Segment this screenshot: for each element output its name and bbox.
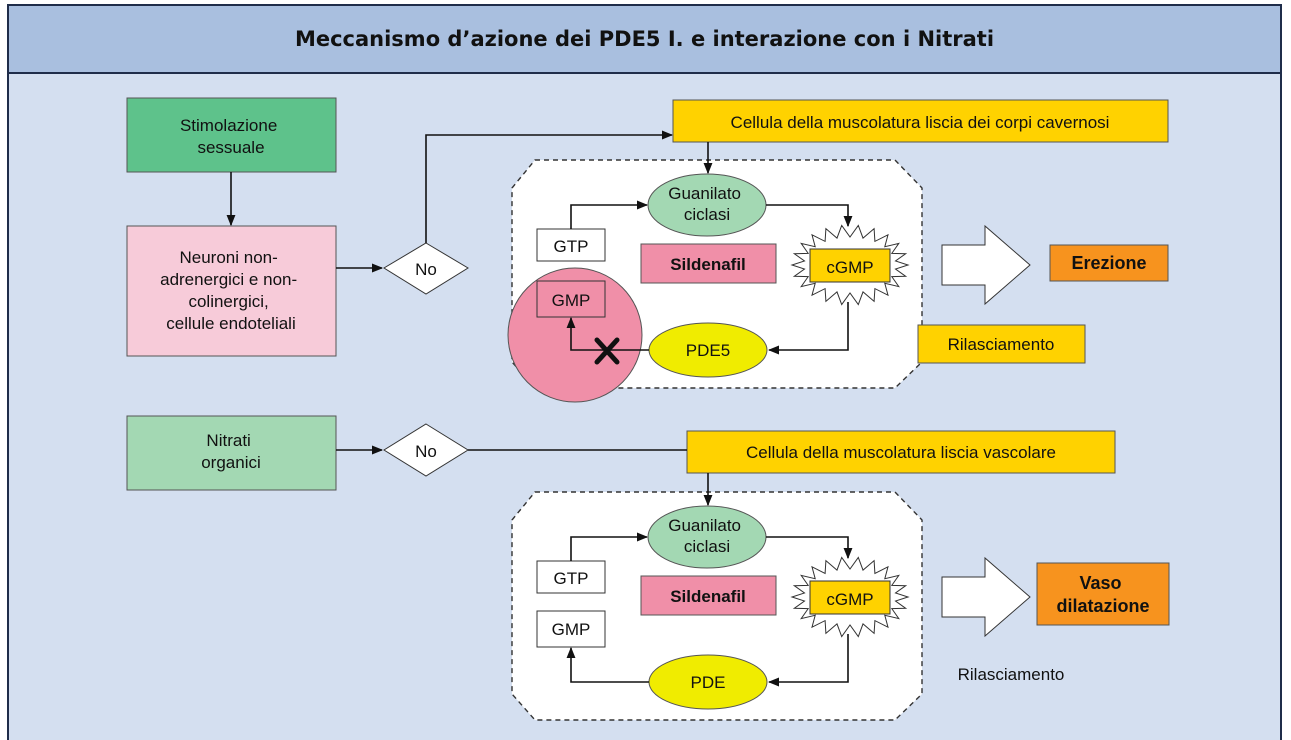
gtp-label-top: GTP xyxy=(554,237,589,256)
cell-label-top xyxy=(672,99,1169,143)
sildenafil-label-bottom: Sildenafil xyxy=(670,587,746,606)
relaxation-box-top xyxy=(917,324,1086,364)
arrow-pde-gmp xyxy=(566,646,649,683)
sildenafil-box-top xyxy=(640,243,777,284)
gtp-label-bottom: GTP xyxy=(554,569,589,588)
decision-label-bottom: No xyxy=(415,442,437,461)
relaxation-label-top: Rilasciamento xyxy=(948,335,1055,354)
stimulus-box-bottom xyxy=(126,415,337,491)
cell-label-bottom xyxy=(686,430,1116,474)
arrow-gtp-guanylate-bottom xyxy=(570,532,649,561)
pde-label: PDE xyxy=(691,673,726,692)
big-arrow-top xyxy=(941,224,1031,306)
pde5-label: PDE5 xyxy=(686,341,730,360)
arrow-pde5-gmp xyxy=(566,316,649,351)
outcome-box-top xyxy=(1049,244,1169,282)
decision-diamond-bottom xyxy=(383,423,469,477)
outcome-label-top: Erezione xyxy=(1071,253,1146,273)
outcome-box-bottom xyxy=(1036,562,1170,626)
arrow-gtp-guanylate-top xyxy=(570,200,649,229)
cell-label-top-text: Cellula della muscolatura liscia dei cor… xyxy=(731,113,1110,132)
arrow-guanylate-cgmp-top xyxy=(766,204,853,228)
gmp-label-top: GMP xyxy=(552,291,591,310)
cgmp-box-bottom xyxy=(809,580,891,615)
neurons-label: Neuroni non- adrenergici e non- colinerg… xyxy=(160,248,302,333)
sildenafil-box-bottom xyxy=(640,575,777,616)
title-bar: Meccanismo d’azione dei PDE5 I. e intera… xyxy=(9,6,1280,74)
stimulus-label-bottom: Nitrati organici xyxy=(201,431,261,472)
gmp-label-bottom: GMP xyxy=(552,620,591,639)
cgmp-label-top: cGMP xyxy=(826,258,873,277)
gmp-inhibition-circle xyxy=(507,267,643,403)
guanylate-label-top: Guanilato ciclasi xyxy=(668,184,746,224)
cell-label-bottom-text: Cellula della muscolatura liscia vascola… xyxy=(746,443,1056,462)
neurons-box xyxy=(126,225,337,357)
guanylate-label-bottom: Guanilato ciclasi xyxy=(668,516,746,556)
arrow-cgmp-pde xyxy=(767,634,849,687)
stimulus-label-top: Stimolazione sessuale xyxy=(180,116,282,157)
decision-diamond-top xyxy=(383,242,469,295)
stimulus-box-top xyxy=(126,97,337,173)
outcome-label-bottom: Vaso dilatazione xyxy=(1056,573,1149,616)
arrow-guanylate-cgmp-bottom xyxy=(766,536,853,560)
inhibition-x-mark xyxy=(594,337,620,365)
arrow-decision-cell-top xyxy=(425,130,674,243)
sildenafil-label-top: Sildenafil xyxy=(670,255,746,274)
arrow-cgmp-pde5 xyxy=(767,302,849,355)
gmp-box-bottom xyxy=(536,610,606,648)
cgmp-box-top xyxy=(809,248,891,283)
diagram-title: Meccanismo d’azione dei PDE5 I. e intera… xyxy=(294,27,995,51)
relaxation-label-bottom: Rilasciamento xyxy=(958,665,1065,684)
big-arrow-bottom xyxy=(941,556,1031,638)
decision-label-top: No xyxy=(415,260,437,279)
cgmp-label-bottom: cGMP xyxy=(826,590,873,609)
